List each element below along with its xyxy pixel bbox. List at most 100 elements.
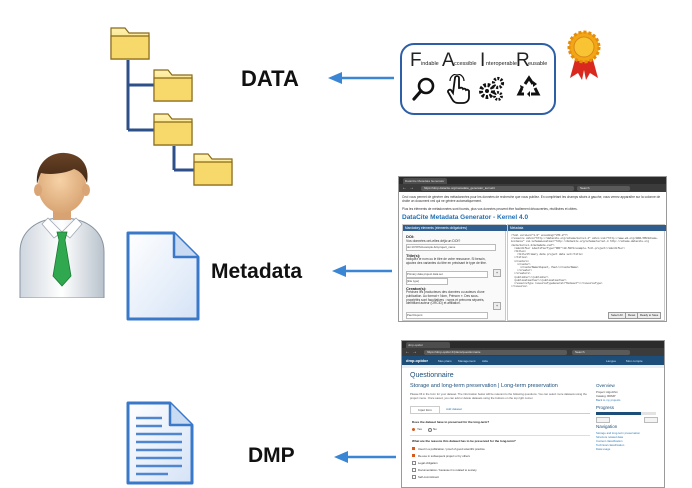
- sidebar-nav-item-technical[interactable]: Technical classification: [596, 443, 625, 447]
- checkbox-legal[interactable]: [412, 461, 417, 466]
- radio-no[interactable]: [428, 428, 433, 433]
- doi-label: DOI:: [406, 234, 415, 239]
- nav-item-plans[interactable]: Mes plans: [438, 359, 452, 363]
- add-creator-button[interactable]: +: [493, 302, 501, 310]
- doi-input[interactable]: doi:10.5072/example-full-project_name: [406, 244, 496, 251]
- checkbox-documentation-label: Documentation / because it is related to…: [418, 467, 477, 472]
- browser-search-box[interactable]: Search: [572, 349, 630, 355]
- xml-line: <identifier identifierType="DOI">10.5072…: [511, 246, 626, 250]
- document-icon: [126, 231, 200, 321]
- user-avatar-icon: [19, 152, 105, 298]
- radio-no-label: No: [433, 427, 437, 431]
- checkbox-reuse-label: Re-use in subsequent project or by other…: [418, 453, 470, 458]
- xml-line: <creatorName>Dupont, Paul</creatorName>: [511, 266, 579, 270]
- sidebar-navigation-title: Navigation: [596, 424, 618, 429]
- xml-line: <creators>: [511, 259, 530, 263]
- nav-item-account[interactable]: Mon compte: [626, 359, 643, 363]
- text-document-icon: [126, 401, 194, 485]
- checkbox-reuse[interactable]: [412, 454, 415, 457]
- title-input[interactable]: Primary data project data set: [406, 271, 488, 278]
- xml-line: </titles>: [511, 256, 528, 260]
- question-divider: [410, 435, 590, 436]
- generator-title: DataCite Metadata Generator - Kernel 4.0: [402, 214, 529, 221]
- browser-search-box[interactable]: Search: [577, 185, 630, 191]
- xml-output[interactable]: <?xml version="1.0" encoding="UTF-8"?><r…: [511, 234, 661, 288]
- xml-line: </resource>: [511, 285, 528, 289]
- nav-item-management[interactable]: Management: [458, 359, 476, 363]
- title-help: Indiquez le nom ou le titre de votre res…: [406, 257, 487, 265]
- app-logo[interactable]: dmp.opidor: [406, 358, 428, 363]
- next-button[interactable]: [644, 417, 658, 423]
- url-bar[interactable]: https://dmp.datacite.org/metadata_genera…: [421, 185, 574, 191]
- fair-f: F: [410, 50, 422, 71]
- xml-panel-header: Metadata: [508, 225, 666, 231]
- title-label: Title(s):: [406, 253, 421, 258]
- navbar-divider: [402, 365, 664, 368]
- nav-item-help[interactable]: Aide: [482, 359, 489, 363]
- fair-reusable: eusable: [528, 61, 548, 67]
- checkbox-self-commitment-label: Self-commitment: [418, 474, 439, 479]
- fair-a: A: [442, 50, 455, 71]
- doi-help: Vos données ont-elles déjà un DOI?: [406, 239, 461, 243]
- sidebar-nav-item-usage[interactable]: Data usage: [596, 447, 611, 451]
- browser-tab[interactable]: DataCite Metadata Generator: [403, 178, 447, 184]
- save-button[interactable]: Ready to Save: [637, 312, 662, 319]
- radio-yes[interactable]: [412, 428, 415, 431]
- section-description: Please fill in the form for your dataset…: [410, 392, 587, 400]
- title-type-select[interactable]: [title type]: [406, 278, 448, 285]
- datacite-generator-screenshot: DataCite Metadata Generator ← → https://…: [398, 176, 667, 322]
- page-title: Questionnaire: [410, 372, 454, 379]
- forward-icon[interactable]: →: [409, 185, 414, 191]
- question-reasons: What are the reasons this dataset has to…: [412, 439, 516, 443]
- prev-button[interactable]: [596, 417, 610, 423]
- fair-interoperable: nteroperable: [486, 61, 517, 67]
- sidebar-back-link[interactable]: Back to my projects: [596, 398, 621, 402]
- fair-letters: F indable A ccessible I nteroperable R e…: [410, 50, 555, 72]
- creator-input[interactable]: Paul Dupont: [406, 312, 488, 319]
- dmp-label: DMP: [248, 444, 295, 467]
- back-icon[interactable]: ←: [405, 349, 410, 355]
- arrow-left-icon: [328, 72, 394, 84]
- metadata-label: Metadata: [211, 260, 303, 283]
- checkbox-publication[interactable]: [412, 447, 415, 450]
- sidebar-nav-item-storage[interactable]: Storage and long-term preservation: [596, 431, 640, 435]
- app-navbar: dmp.opidor Mes plans Management Aide Lan…: [402, 356, 664, 365]
- checkbox-documentation[interactable]: [412, 468, 417, 473]
- sidebar-nav-item-content[interactable]: Content classification: [596, 439, 623, 443]
- form-panel-header: Mandatory elements (elements obligatoire…: [403, 225, 507, 231]
- creator-help: Précisez les producteurs des données ou …: [406, 290, 485, 306]
- browser-tab[interactable]: dmp.opidor: [406, 342, 450, 348]
- award-badge-icon: [567, 30, 601, 80]
- checkbox-legal-label: Legal obligation: [418, 460, 438, 465]
- sidebar-nav-item-structure[interactable]: Structure related data: [596, 435, 623, 439]
- browser-toolbar: ← → https://dmp.datacite.org/metadata_ge…: [399, 184, 666, 192]
- xml-line: <title>Primary data project data set</ti…: [511, 253, 584, 257]
- fair-r: R: [516, 50, 530, 71]
- section-title: Storage and long-term preservation | Lon…: [410, 383, 558, 389]
- dmp-opidor-screenshot: dmp.opidor ← → https://dmp.opidor.fr/pla…: [401, 340, 665, 488]
- browser-tab-strip: dmp.opidor: [402, 341, 664, 348]
- radio-yes-label: Yes: [417, 427, 422, 431]
- xml-line: /meta/kernel-4/metadata.xsd">: [511, 243, 555, 247]
- creator-label: Creator(s):: [406, 286, 427, 291]
- tab-input-form[interactable]: Input form: [410, 406, 440, 414]
- back-icon[interactable]: ←: [402, 185, 407, 191]
- magnifier-icon: [412, 77, 435, 101]
- xml-line: <titles>: [511, 250, 527, 254]
- sidebar-progress-title: Progress: [596, 405, 615, 410]
- forward-icon[interactable]: →: [412, 349, 417, 355]
- xml-line: </creator>: [511, 269, 533, 273]
- hand-pointer-icon: [447, 74, 470, 104]
- tab-add-dataset[interactable]: Add dataset: [445, 407, 462, 411]
- checkbox-self-commitment[interactable]: [412, 475, 417, 480]
- arrow-left-icon: [332, 265, 392, 277]
- checkbox-publication-label: Used in a publication / proof of good sc…: [418, 446, 485, 451]
- xml-line: <?xml version="1.0" encoding="UTF-8"?>: [511, 234, 569, 237]
- nav-item-language[interactable]: Langue: [606, 359, 617, 363]
- data-label: DATA: [241, 66, 299, 91]
- add-title-button[interactable]: +: [493, 269, 501, 277]
- tabs-divider: [410, 413, 590, 414]
- url-bar[interactable]: https://dmp.opidor.fr/plans/questionnair…: [424, 349, 567, 355]
- xml-line: instance" xsi:schemaLocation="http://dat…: [511, 240, 650, 244]
- select-all-button[interactable]: Select All: [608, 312, 626, 319]
